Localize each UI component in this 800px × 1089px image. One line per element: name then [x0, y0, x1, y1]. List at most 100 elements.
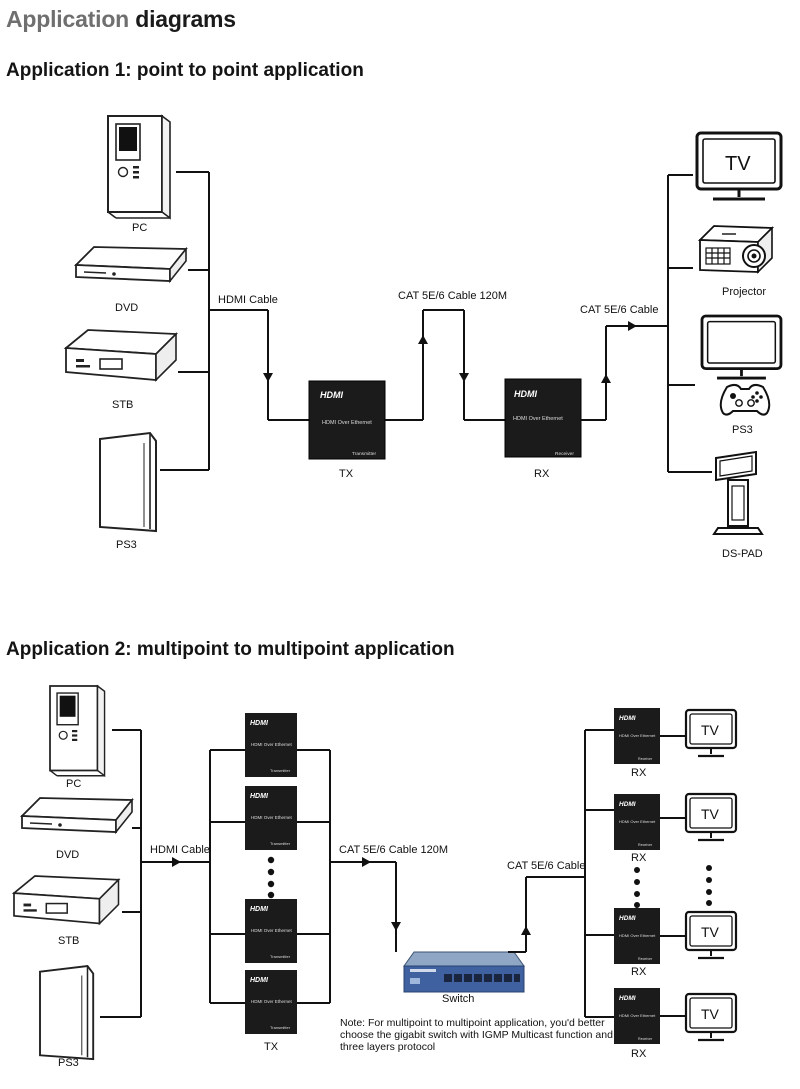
app2-tx-box: HDMI HDMI Over Ethernet Transmitter — [245, 713, 297, 777]
svg-text:Receiver: Receiver — [638, 843, 653, 847]
svg-text:HDMI Over Ethernet: HDMI Over Ethernet — [513, 416, 563, 422]
arrow-down-icon — [263, 373, 273, 382]
network-switch-icon — [403, 951, 525, 993]
svg-text:Receiver: Receiver — [555, 451, 574, 457]
svg-text:Receiver: Receiver — [638, 957, 653, 961]
app2-heading: Application 2: multipoint to multipoint … — [6, 639, 455, 660]
arrow-right-icon — [362, 857, 371, 867]
app2-tx-box: HDMI HDMI Over Ethernet Transmitter — [245, 899, 297, 963]
app2-cat-cable-label: CAT 5E/6 Cable — [507, 860, 585, 872]
switch-label: Switch — [442, 993, 474, 1005]
arrow-right-icon — [172, 857, 181, 867]
app2-rx-label: RX — [631, 966, 647, 978]
app2-rx-bus — [508, 729, 614, 1018]
svg-text:Transmitter: Transmitter — [352, 451, 376, 457]
svg-text:HDMI Over Ethernet: HDMI Over Ethernet — [251, 928, 293, 933]
svg-text:HDMI Over Ethernet: HDMI Over Ethernet — [619, 1013, 656, 1018]
svg-text:HDMI: HDMI — [619, 915, 636, 922]
svg-text:Receiver: Receiver — [638, 757, 653, 761]
source-label-ps3: PS3 — [116, 539, 137, 551]
svg-text:HDMI Over Ethernet: HDMI Over Ethernet — [619, 933, 656, 938]
arrow-down-icon — [459, 373, 469, 382]
app2-rx-box: HDMI HDMI Over Ethernet Receiver — [614, 794, 660, 850]
ds-pad-kiosk-icon — [713, 451, 763, 535]
svg-text:HDMI: HDMI — [250, 977, 269, 984]
tv-screen-text: TV — [725, 153, 751, 175]
app1-tx-label: TX — [339, 468, 354, 480]
arrow-right-icon — [628, 321, 637, 331]
source-label-pc: PC — [132, 222, 147, 234]
svg-text:HDMI: HDMI — [514, 389, 537, 399]
arrow-up-icon — [601, 374, 611, 383]
source-label-stb: STB — [112, 399, 133, 411]
arrow-up-icon — [521, 926, 531, 935]
app2-hdmi-cable-label: HDMI Cable — [150, 844, 210, 856]
svg-text:HDMI: HDMI — [250, 906, 269, 913]
app1-cat-cable — [385, 309, 505, 421]
app2-rx-label: RX — [631, 852, 647, 864]
app1-display-bus — [581, 174, 712, 473]
app1-hdmi-cable-label: HDMI Cable — [218, 294, 278, 306]
svg-text:HDMI: HDMI — [250, 720, 269, 727]
app2-source-bus — [100, 729, 245, 1018]
app1-source-bus — [160, 171, 309, 471]
ellipsis-dots — [634, 865, 712, 908]
tv-screen-text: TV — [701, 924, 720, 940]
app1-heading: Application 1: point to point applicatio… — [6, 60, 364, 81]
dvd-icon — [21, 797, 133, 833]
source-label-dvd: DVD — [115, 302, 138, 314]
svg-text:HDMI: HDMI — [619, 801, 636, 808]
svg-text:HDMI Over Ethernet: HDMI Over Ethernet — [322, 420, 372, 426]
projector-icon — [699, 225, 773, 273]
svg-text:HDMI Over Ethernet: HDMI Over Ethernet — [251, 999, 293, 1004]
app2-tx-box: HDMI HDMI Over Ethernet Transmitter — [245, 786, 297, 850]
app2-tx-box: HDMI HDMI Over Ethernet Transmitter — [245, 970, 297, 1034]
pc-icon — [49, 685, 106, 777]
dvd-icon — [75, 246, 187, 282]
app1-rx-box: HDMI HDMI Over Ethernet Receiver — [504, 378, 582, 458]
monitor-icon — [700, 314, 783, 380]
ps3-console-icon — [99, 432, 157, 532]
source-label-pc: PC — [66, 778, 81, 790]
ellipsis-dots — [267, 856, 275, 899]
svg-text:HDMI Over Ethernet: HDMI Over Ethernet — [619, 733, 656, 738]
app2-rx-box: HDMI HDMI Over Ethernet Receiver — [614, 708, 660, 764]
app2-rx-label: RX — [631, 1048, 647, 1060]
app1-cat-cable-120m-label: CAT 5E/6 Cable 120M — [398, 290, 507, 302]
app1-tx-box: HDMI HDMI Over Ethernet Transmitter — [308, 380, 386, 460]
app1-cat-cable-label: CAT 5E/6 Cable — [580, 304, 658, 316]
svg-text:HDMI: HDMI — [250, 793, 269, 800]
app2-rx-label: RX — [631, 767, 647, 779]
svg-text:Transmitter: Transmitter — [270, 1025, 291, 1030]
gamepad-icon — [719, 383, 771, 416]
app1-rx-label: RX — [534, 468, 550, 480]
pc-icon — [107, 115, 171, 219]
tv-screen-text: TV — [701, 1006, 720, 1022]
svg-text:HDMI Over Ethernet: HDMI Over Ethernet — [619, 819, 656, 824]
svg-text:Transmitter: Transmitter — [270, 768, 291, 773]
display-label-ps3: PS3 — [732, 424, 753, 436]
app2-rx-box: HDMI HDMI Over Ethernet Receiver — [614, 988, 660, 1044]
app2-tx-label: TX — [264, 1041, 279, 1053]
display-label-projector: Projector — [722, 286, 766, 298]
svg-text:Transmitter: Transmitter — [270, 841, 291, 846]
svg-text:HDMI Over Ethernet: HDMI Over Ethernet — [251, 742, 293, 747]
svg-text:Transmitter: Transmitter — [270, 954, 291, 959]
stb-icon — [13, 875, 120, 925]
svg-text:Receiver: Receiver — [638, 1037, 653, 1041]
display-label-ds-pad: DS-PAD — [722, 548, 763, 560]
svg-text:HDMI: HDMI — [619, 715, 636, 722]
svg-text:HDMI: HDMI — [619, 995, 636, 1002]
arrow-up-icon — [418, 335, 428, 344]
page-title: Application diagrams — [6, 6, 236, 32]
source-label-ps3: PS3 — [58, 1057, 79, 1069]
svg-text:HDMI: HDMI — [320, 390, 343, 400]
tv-screen-text: TV — [701, 722, 720, 738]
app2-cat-cable-120m-label: CAT 5E/6 Cable 120M — [339, 844, 448, 856]
source-label-stb: STB — [58, 935, 79, 947]
app2-note: Note: For multipoint to multipoint appli… — [340, 1017, 613, 1053]
svg-text:HDMI Over Ethernet: HDMI Over Ethernet — [251, 815, 293, 820]
ps3-console-icon — [39, 965, 95, 1061]
source-label-dvd: DVD — [56, 849, 79, 861]
